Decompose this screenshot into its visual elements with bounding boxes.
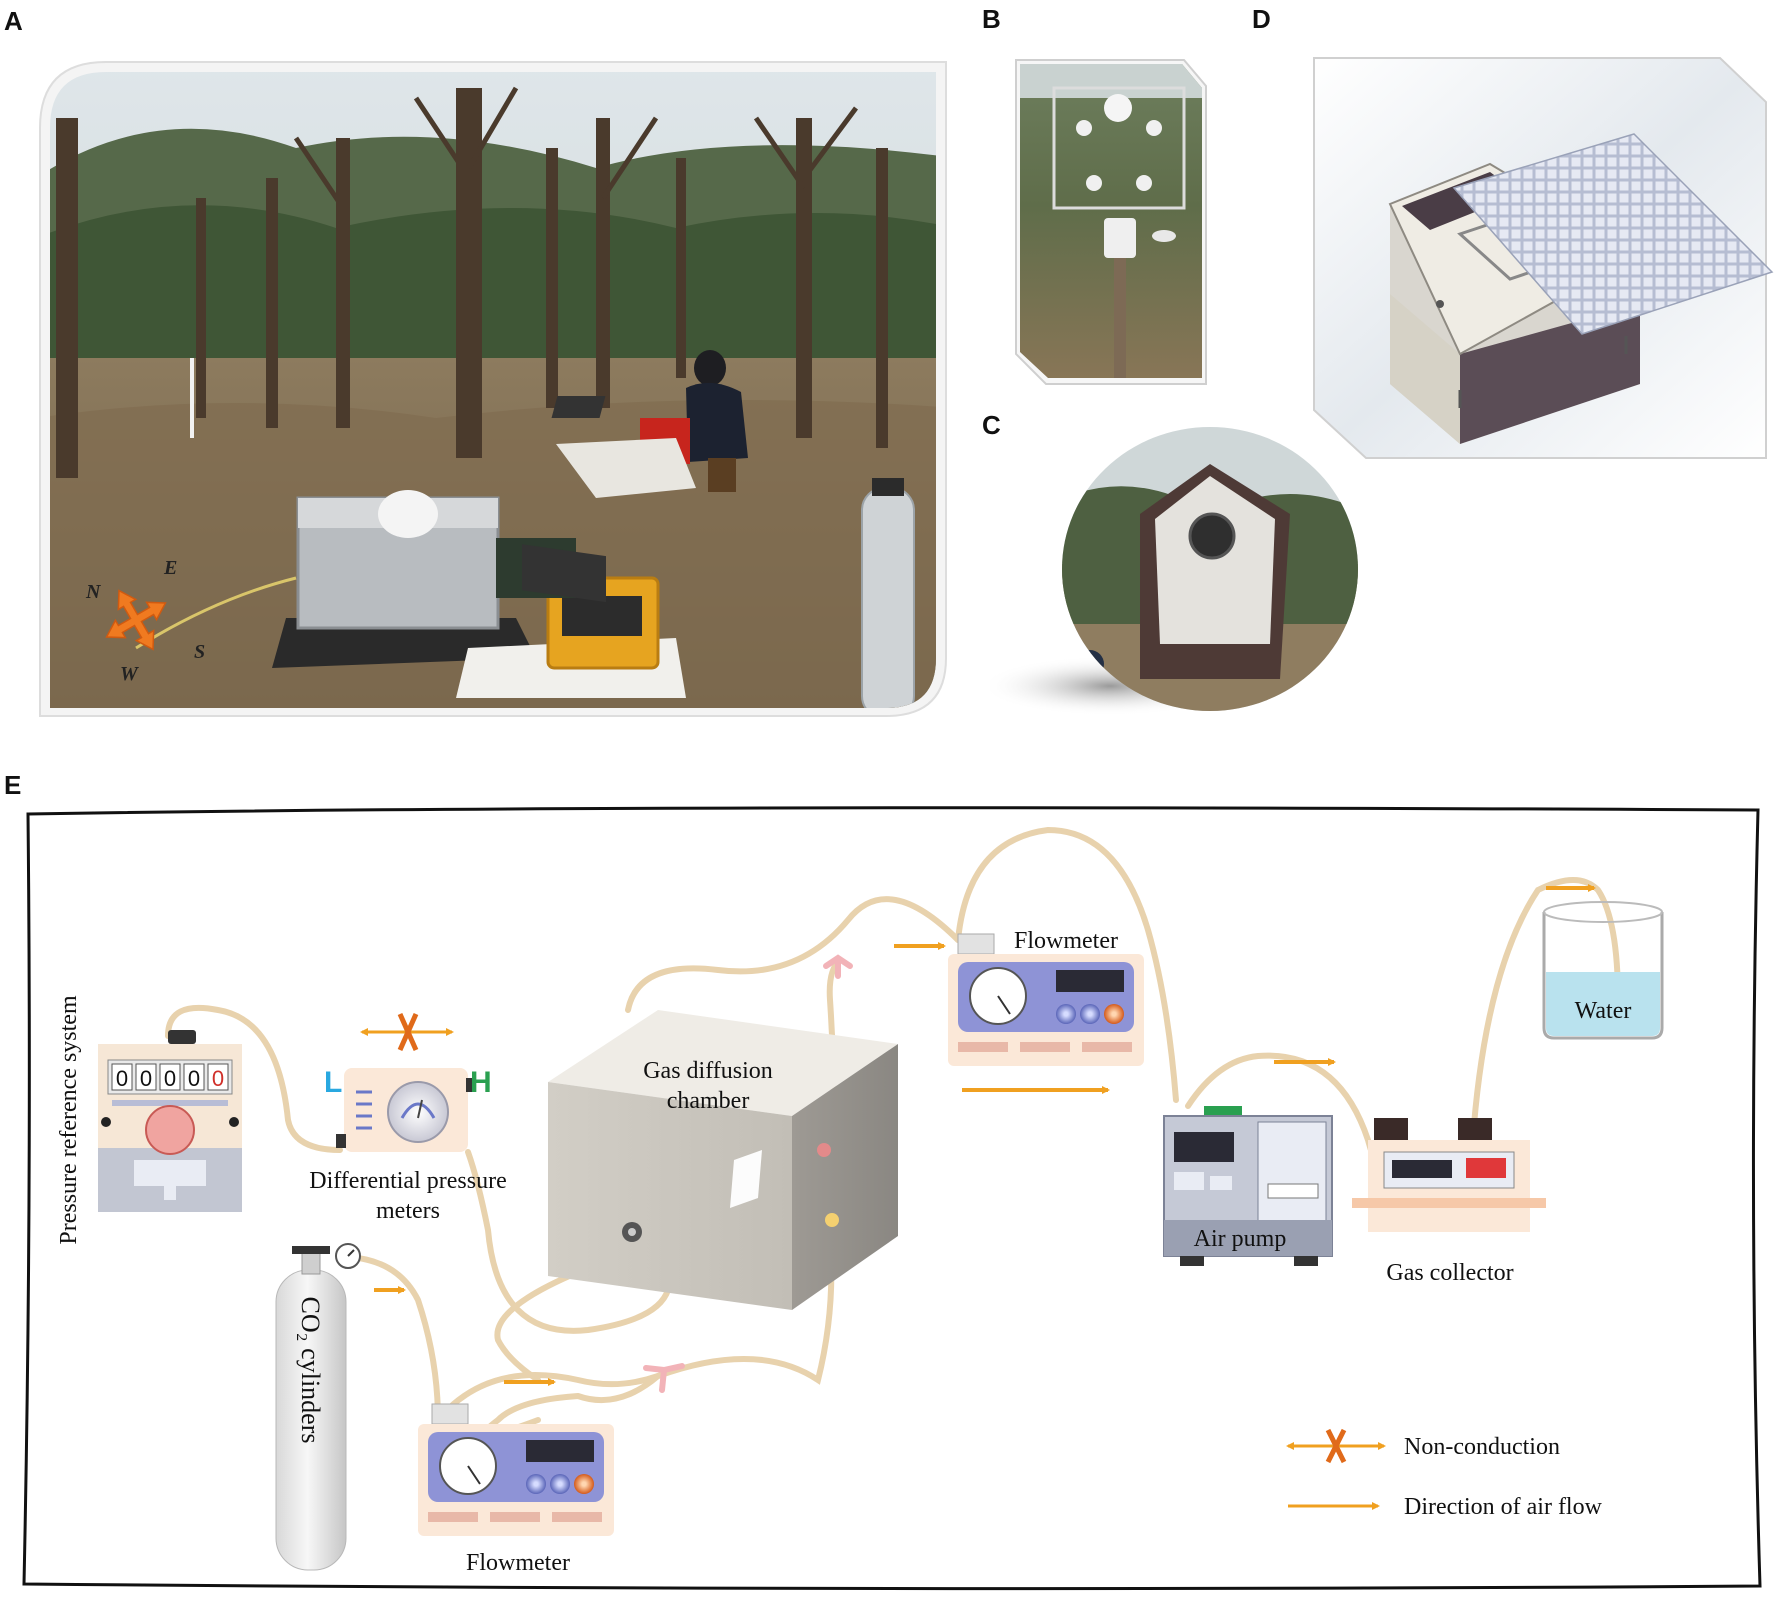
gas-collector-label: Gas collector [1386,1260,1513,1286]
pressure-counter: 0 0 0 0 0 [111,1063,229,1091]
compass-n: N [85,581,102,603]
svg-text:0: 0 [164,1066,176,1091]
high-pressure-label: H [470,1066,492,1099]
diff-pressure-label-1: Differential pressure [309,1168,506,1194]
panel-label-c: C [982,410,1001,440]
svg-text:0: 0 [212,1066,224,1091]
water-beaker [1542,901,1664,1040]
gas-collector [1352,1118,1546,1232]
air-pump [1163,1106,1333,1266]
gas-diffusion-chamber [548,1010,898,1310]
compass-s: S [194,641,205,663]
differential-pressure-meter [336,1068,476,1152]
chamber-label-1: Gas diffusion [643,1058,773,1084]
flowmeter-top-label: Flowmeter [1014,928,1118,954]
panel-a-photo: N E S W [39,61,947,717]
panel-label-b: B [982,4,1001,34]
legend-air-flow-label: Direction of air flow [1404,1494,1603,1520]
water-label: Water [1575,998,1632,1024]
chamber-label-2: chamber [667,1088,750,1114]
low-pressure-label: L [324,1066,342,1099]
diff-pressure-label-2: meters [376,1198,440,1224]
legend-non-conduction-icon [1286,1428,1386,1464]
panel-label-e: E [4,770,22,800]
panel-e-schematic: 0 0 0 0 0 Pressure reference system L H … [22,806,1762,1591]
co2-cylinder-label: CO₂ cylinders [296,1297,325,1444]
pressure-reference-label: Pressure reference system [56,995,82,1245]
flowmeter-bottom [418,1403,614,1536]
panel-c-photo [990,427,1358,716]
compass-icon [105,589,167,651]
pressure-reference-device: 0 0 0 0 0 [98,1030,242,1212]
panel-d-render [1313,57,1774,459]
non-conduction-icon [360,1012,454,1052]
air-flow-arrows [374,884,1596,1386]
legend-non-conduction-label: Non-conduction [1404,1434,1560,1460]
panel-label-d: D [1252,4,1271,34]
co2-cylinder [275,1243,361,1571]
svg-text:0: 0 [116,1066,128,1091]
compass-w: W [120,663,139,685]
panel-b-photo [1015,59,1207,385]
flowmeter-bottom-label: Flowmeter [466,1550,570,1576]
compass-e: E [163,557,177,579]
svg-text:0: 0 [188,1066,200,1091]
flowmeter-top [948,933,1144,1066]
svg-text:0: 0 [140,1066,152,1091]
panel-label-a: A [4,6,23,36]
legend: Non-conduction Direction of air flow [1286,1428,1603,1520]
air-pump-label: Air pump [1194,1226,1287,1252]
